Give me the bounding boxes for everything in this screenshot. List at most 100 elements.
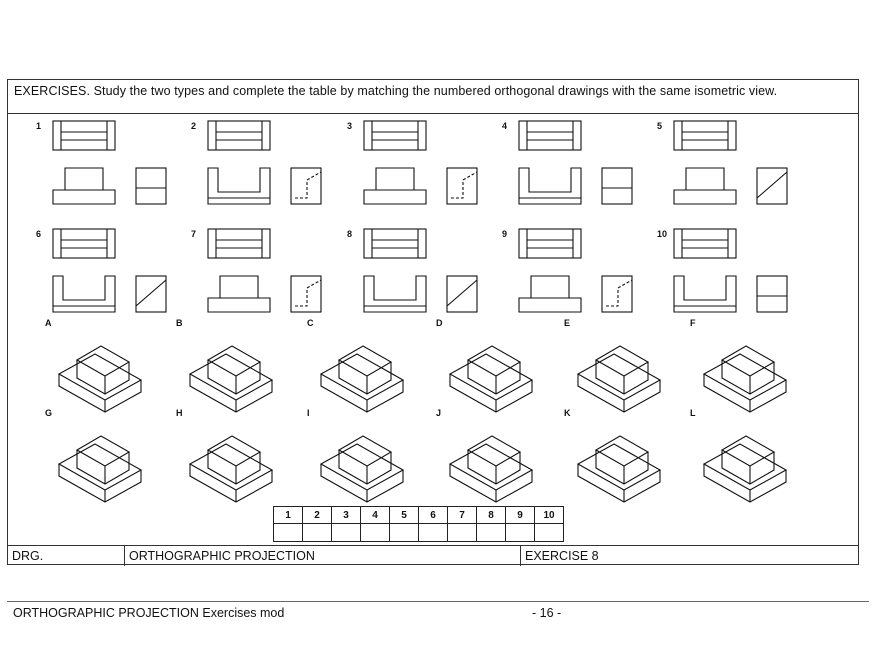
side-view (756, 275, 788, 313)
orthographic-views: 1 2 3 4 5 6 7 8 9 10 (36, 120, 788, 313)
iso-view-C: C (307, 318, 405, 413)
ortho-view-4: 4 (502, 120, 633, 205)
front-view (518, 167, 582, 205)
ortho-label-3: 3 (347, 121, 352, 131)
iso-label-A: A (45, 318, 52, 328)
answer-header-10: 10 (534, 506, 564, 524)
header-divider (8, 113, 858, 114)
exercise-number: EXERCISE 8 (525, 549, 599, 563)
ortho-view-1: 1 (36, 120, 167, 205)
answer-cell-3[interactable] (331, 523, 361, 542)
answer-header-2: 2 (302, 506, 332, 524)
iso-label-J: J (436, 408, 441, 418)
iso-label-B: B (176, 318, 183, 328)
drg-label: DRG. (8, 546, 125, 566)
page-number: - 16 - (532, 606, 562, 620)
iso-label-L: L (690, 408, 696, 418)
answer-header-7: 7 (447, 506, 477, 524)
ortho-label-10: 10 (657, 229, 667, 239)
iso-view-A: A (45, 318, 143, 413)
answer-cell-9[interactable] (505, 523, 535, 542)
side-view (290, 167, 322, 205)
ortho-label-9: 9 (502, 229, 507, 239)
side-view (135, 167, 167, 205)
ortho-view-9: 9 (502, 228, 633, 313)
ortho-view-10: 10 (657, 228, 788, 313)
answer-cell-5[interactable] (389, 523, 419, 542)
iso-view-E: E (564, 318, 662, 413)
top-view (673, 228, 737, 259)
answer-cell-6[interactable] (418, 523, 448, 542)
front-view (363, 167, 427, 205)
side-view (446, 167, 478, 205)
front-view (673, 275, 737, 313)
footer-divider (7, 601, 869, 602)
iso-label-G: G (45, 408, 52, 418)
exercise-sheet: EXERCISES. Study the two types and compl… (7, 79, 859, 566)
answer-table-input-row (273, 523, 564, 542)
iso-view-G: G (45, 408, 143, 503)
ortho-view-3: 3 (347, 120, 478, 205)
answer-cell-8[interactable] (476, 523, 506, 542)
ortho-label-8: 8 (347, 229, 352, 239)
answer-cell-7[interactable] (447, 523, 477, 542)
iso-view-H: H (176, 408, 274, 503)
side-view (290, 275, 322, 313)
front-view (52, 167, 116, 205)
iso-label-E: E (564, 318, 570, 328)
iso-view-J: J (436, 408, 534, 503)
title-block: DRG. ORTHOGRAPHIC PROJECTION EXERCISE 8 (8, 545, 858, 566)
ortho-view-5: 5 (657, 120, 788, 205)
answer-cell-10[interactable] (534, 523, 564, 542)
answer-cell-4[interactable] (360, 523, 390, 542)
top-view (363, 228, 427, 259)
top-view (52, 228, 116, 259)
side-view (756, 167, 788, 205)
top-view (518, 120, 582, 151)
iso-label-C: C (307, 318, 314, 328)
top-view (363, 120, 427, 151)
front-view (518, 275, 582, 313)
answer-cell-1[interactable] (273, 523, 303, 542)
iso-label-H: H (176, 408, 183, 418)
iso-label-K: K (564, 408, 571, 418)
side-view (135, 275, 167, 313)
answer-header-4: 4 (360, 506, 390, 524)
side-view (601, 275, 633, 313)
iso-view-K: K (564, 408, 662, 503)
front-view (673, 167, 737, 205)
top-view (52, 120, 116, 151)
front-view (207, 275, 271, 313)
front-view (207, 167, 271, 205)
ortho-view-7: 7 (191, 228, 322, 313)
top-view (207, 228, 271, 259)
ortho-label-7: 7 (191, 229, 196, 239)
isometric-views: A B C D E F G H I J K L (45, 318, 788, 503)
title-block-title: ORTHOGRAPHIC PROJECTION (125, 546, 521, 566)
ortho-label-5: 5 (657, 121, 662, 131)
iso-label-I: I (307, 408, 310, 418)
top-view (207, 120, 271, 151)
ortho-label-2: 2 (191, 121, 196, 131)
front-view (52, 275, 116, 313)
answer-header-1: 1 (273, 506, 303, 524)
iso-view-I: I (307, 408, 405, 503)
front-view (363, 275, 427, 313)
footer-document-title: ORTHOGRAPHIC PROJECTION Exercises mod (13, 606, 285, 620)
iso-label-F: F (690, 318, 696, 328)
iso-view-B: B (176, 318, 274, 413)
ortho-label-6: 6 (36, 229, 41, 239)
answer-header-3: 3 (331, 506, 361, 524)
iso-view-F: F (690, 318, 788, 413)
answer-header-5: 5 (389, 506, 419, 524)
iso-view-D: D (436, 318, 534, 413)
ortho-view-6: 6 (36, 228, 167, 313)
instructions-text: EXERCISES. Study the two types and compl… (14, 84, 778, 98)
side-view (601, 167, 633, 205)
answer-cell-2[interactable] (302, 523, 332, 542)
iso-label-D: D (436, 318, 443, 328)
drawings-area: 1 2 3 4 5 6 7 8 9 10 A B C D E F G H I J K L (36, 120, 788, 503)
ortho-label-4: 4 (502, 121, 507, 131)
